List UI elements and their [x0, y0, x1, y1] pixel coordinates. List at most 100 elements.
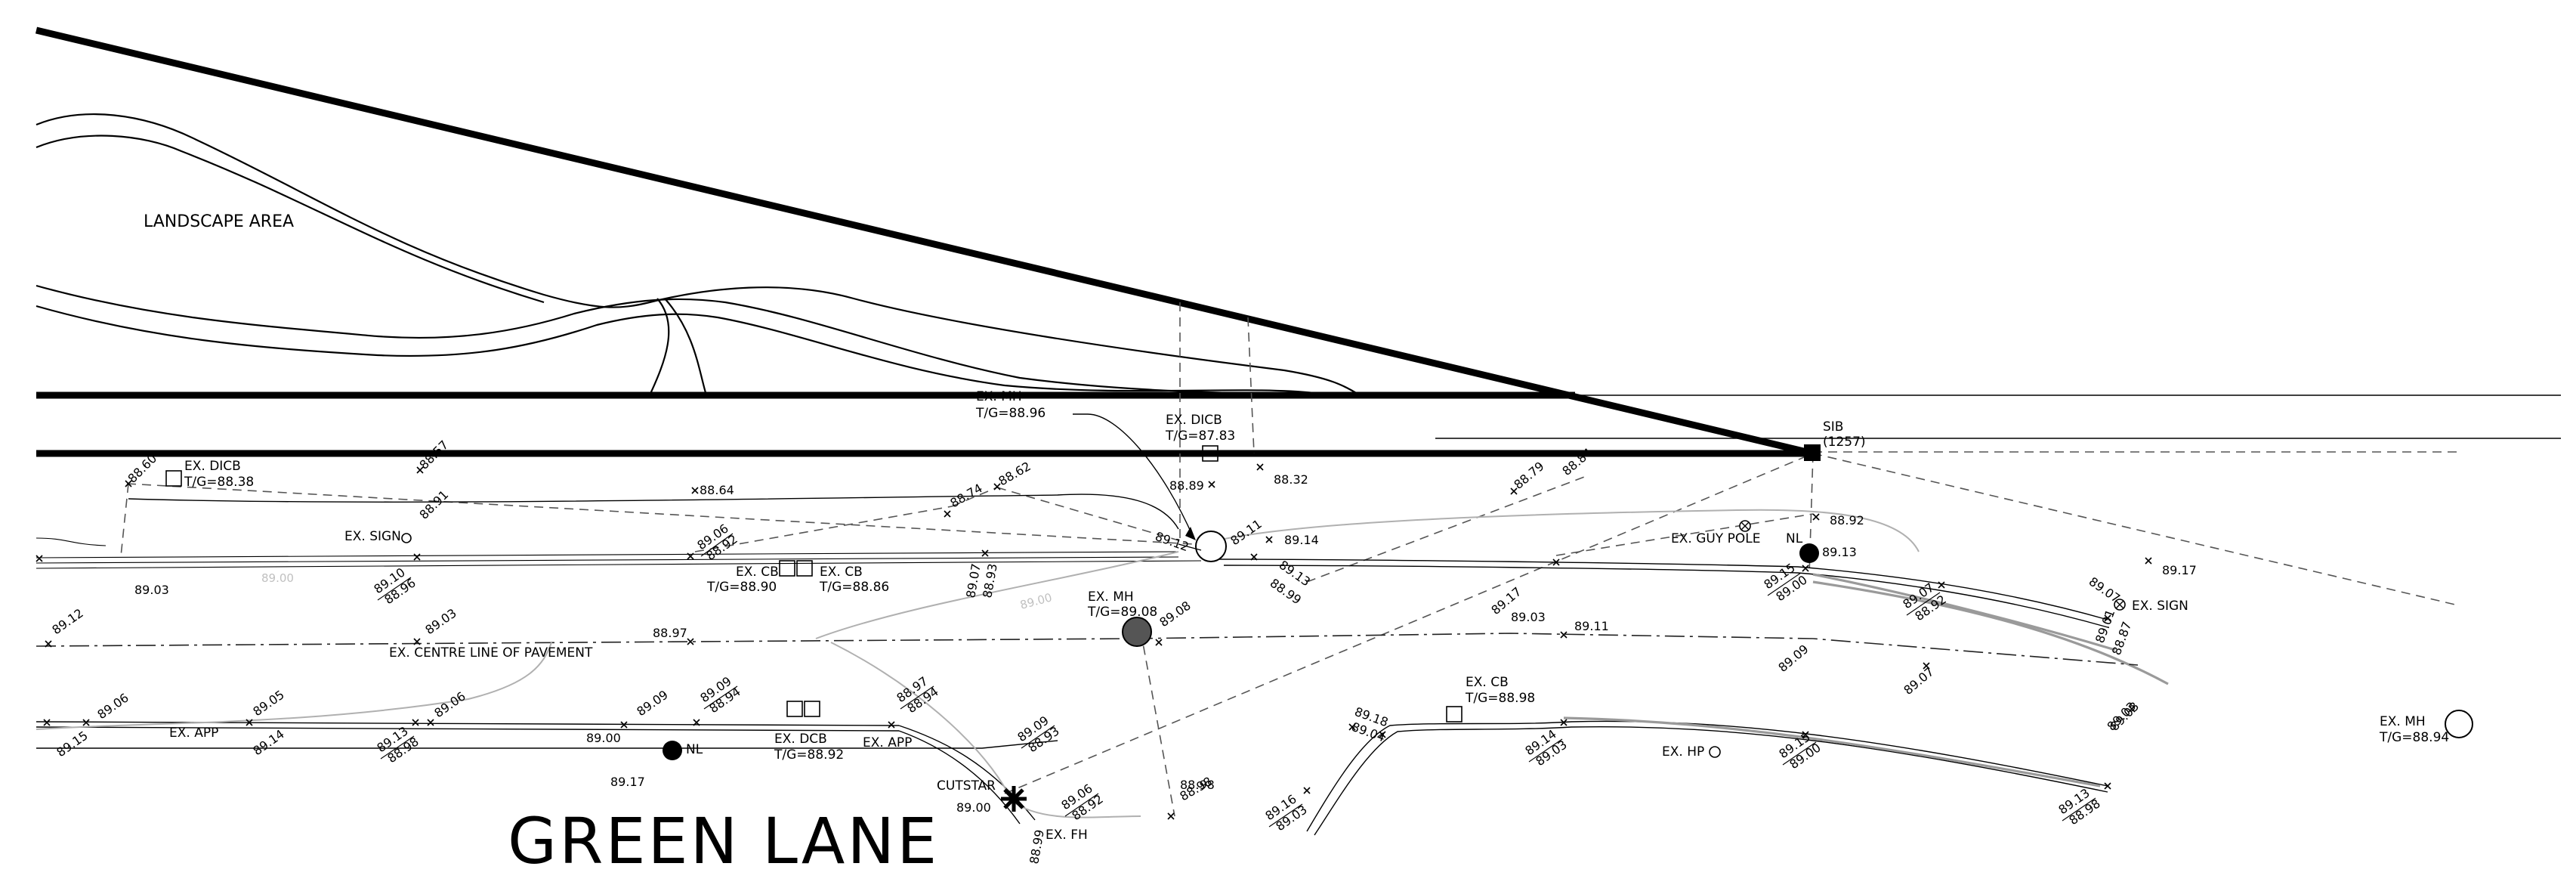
- road-lines: [36, 494, 2169, 836]
- catch-basin-icon: [1202, 445, 1219, 462]
- ex-cb-left-tg: T/G=88.90: [706, 580, 777, 595]
- x-marker: [1250, 553, 1258, 561]
- diagonal-dashed-line: [1812, 453, 2456, 605]
- ex-guy-pole-label: EX. GUY POLE: [1671, 531, 1760, 546]
- leader-arrow: [1073, 413, 1194, 539]
- elevation-label: 89.07: [1901, 664, 1936, 698]
- elevation-label: 88.91: [416, 487, 451, 522]
- catch-basin-icon: [165, 470, 182, 487]
- curb-top-upper-b: [128, 494, 1179, 530]
- cutstar-label: CUTSTAR: [937, 778, 996, 794]
- x-marker: [2104, 782, 2111, 790]
- sign-icon: [2114, 599, 2126, 611]
- elevation-label: 89.03: [1511, 610, 1546, 624]
- elevation-label: 89.00: [586, 731, 621, 745]
- light-pole-icon: [1799, 543, 1819, 563]
- ex-dicb-left-label: EX. DICB: [184, 459, 241, 474]
- dash-88-64-to-88-74: [694, 506, 953, 552]
- elevation-markers: [36, 463, 2152, 820]
- elevation-label: 89.03: [422, 605, 459, 637]
- nl-right-label: NL: [1786, 531, 1803, 546]
- x-marker: [1379, 731, 1386, 738]
- x-marker: [413, 638, 421, 645]
- x-marker: [2104, 614, 2111, 622]
- feature-symbols: [165, 413, 2473, 812]
- x-marker: [1560, 631, 1568, 639]
- elevation-label: 89.05: [250, 687, 286, 719]
- x-marker: [620, 721, 628, 729]
- ex-mh-top-label: EX. MH: [976, 389, 1022, 404]
- landscape-outline-outer: [36, 113, 1361, 396]
- boundary-lines: [35, 26, 2561, 605]
- nl-left-label: NL: [686, 742, 703, 757]
- label-underline: [700, 533, 734, 557]
- light-pole-icon: [663, 741, 682, 760]
- catch-basin-icon: [786, 701, 803, 717]
- centre-line-label: EX. CENTRE LINE OF PAVEMENT: [389, 645, 593, 661]
- x-marker: [246, 719, 253, 726]
- manhole-hatched-icon: [1122, 617, 1152, 647]
- walk-left-lower: [36, 642, 552, 730]
- x-marker: [1802, 731, 1809, 738]
- ex-dicb-top-tg: T/G=87.83: [1165, 429, 1235, 444]
- x-marker: [981, 549, 989, 557]
- ex-dicb-top-label: EX. DICB: [1166, 413, 1222, 428]
- elevation-label: 89.06: [431, 688, 468, 720]
- x-marker: [691, 487, 699, 494]
- ex-mh-right-label: EX. MH: [2380, 714, 2426, 729]
- ex-cb-right-label: EX. CB: [1466, 675, 1509, 690]
- elevation-label: 89.11: [1228, 516, 1264, 548]
- labels: LANDSCAPE AREA GREEN LANE EX. DICB T/G=8…: [144, 212, 2449, 878]
- sign-icon: [401, 533, 412, 543]
- ex-hp-label: EX. HP: [1662, 744, 1704, 760]
- elevation-label: 88.99: [1027, 828, 1047, 865]
- catch-basin-icon: [796, 560, 813, 577]
- elevation-label-faint: 89.00: [1018, 590, 1053, 612]
- entrance-walk: [830, 642, 1141, 818]
- x-marker: [1802, 565, 1809, 572]
- elevation-label: 89.12: [1154, 529, 1191, 555]
- dash-mid-diag: [1306, 475, 1587, 583]
- ex-dcb-tg: T/G=88.92: [774, 747, 844, 763]
- sib-label: SIB: [1823, 419, 1843, 435]
- elevation-label: 88.32: [1274, 472, 1308, 487]
- x-marker: [1812, 513, 1820, 521]
- elevation-label: 89.17: [610, 775, 645, 789]
- label-underline: [1782, 741, 1817, 766]
- label-underline: [1064, 793, 1099, 817]
- x-marker: [1938, 581, 1945, 589]
- label-underline: [1767, 572, 1802, 596]
- label-underlines: [377, 533, 2096, 828]
- sib-number: (1257): [1823, 435, 1866, 450]
- elevation-label: 88.97: [653, 626, 687, 640]
- ex-cb-mid-label: EX. CB: [820, 565, 863, 580]
- lower-right-curb-a: [1306, 720, 2108, 832]
- x-marker: [1155, 639, 1163, 646]
- elevation-label: 89.14: [250, 726, 286, 758]
- ex-app-left-label: EX. APP: [169, 726, 218, 741]
- ex-sign-right-label: EX. SIGN: [2132, 599, 2188, 614]
- lower-right-curb-b: [1314, 726, 2108, 836]
- elevation-label: 89.00: [956, 800, 991, 815]
- elevation-label: 88.89: [1169, 478, 1204, 493]
- elevation-label: 88.98: [1180, 778, 1215, 792]
- elevation-label: 88.74: [948, 481, 985, 510]
- walk-upper-right: [1200, 509, 1920, 552]
- ex-fh-label: EX. FH: [1046, 828, 1088, 843]
- x-marker: [693, 719, 700, 726]
- x-marker: [1256, 463, 1264, 471]
- x-marker: [1923, 662, 1930, 670]
- x-marker: [993, 483, 1001, 490]
- x-marker: [1552, 558, 1560, 566]
- x-marker: [1303, 787, 1311, 794]
- elevation-label: 88.79: [1511, 459, 1546, 492]
- ex-cb-right-tg: T/G=88.98: [1465, 691, 1535, 706]
- elevation-label: 88.62: [996, 459, 1033, 488]
- app-line-left: [36, 721, 900, 726]
- catch-basin-icon: [779, 560, 795, 577]
- sight-triangle-hypotenuse: [35, 26, 1815, 457]
- label-underline: [1268, 803, 1303, 828]
- catch-basin-icon: [1446, 706, 1463, 722]
- x-marker: [2145, 557, 2152, 565]
- elevation-label: 89.09: [1775, 642, 1811, 675]
